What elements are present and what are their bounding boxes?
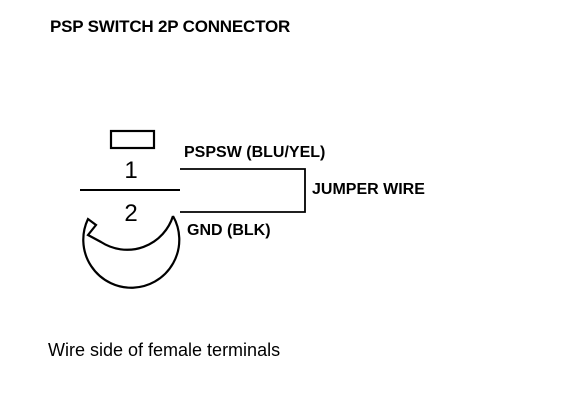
jumper-wire	[180, 168, 306, 213]
diagram-title: PSP SWITCH 2P CONNECTOR	[50, 17, 291, 36]
pin-1-number: 1	[124, 157, 137, 184]
diagram-caption: Wire side of female terminals	[48, 340, 281, 360]
connector-lock-tab	[109, 129, 156, 150]
jumper-wire-label: JUMPER WIRE	[312, 181, 425, 198]
pin-1-wire-label: PSPSW (BLU/YEL)	[184, 144, 325, 161]
pin-2-number: 2	[124, 200, 137, 227]
pin-2-wire-label: GND (BLK)	[187, 222, 271, 239]
connector-body	[82, 215, 181, 289]
